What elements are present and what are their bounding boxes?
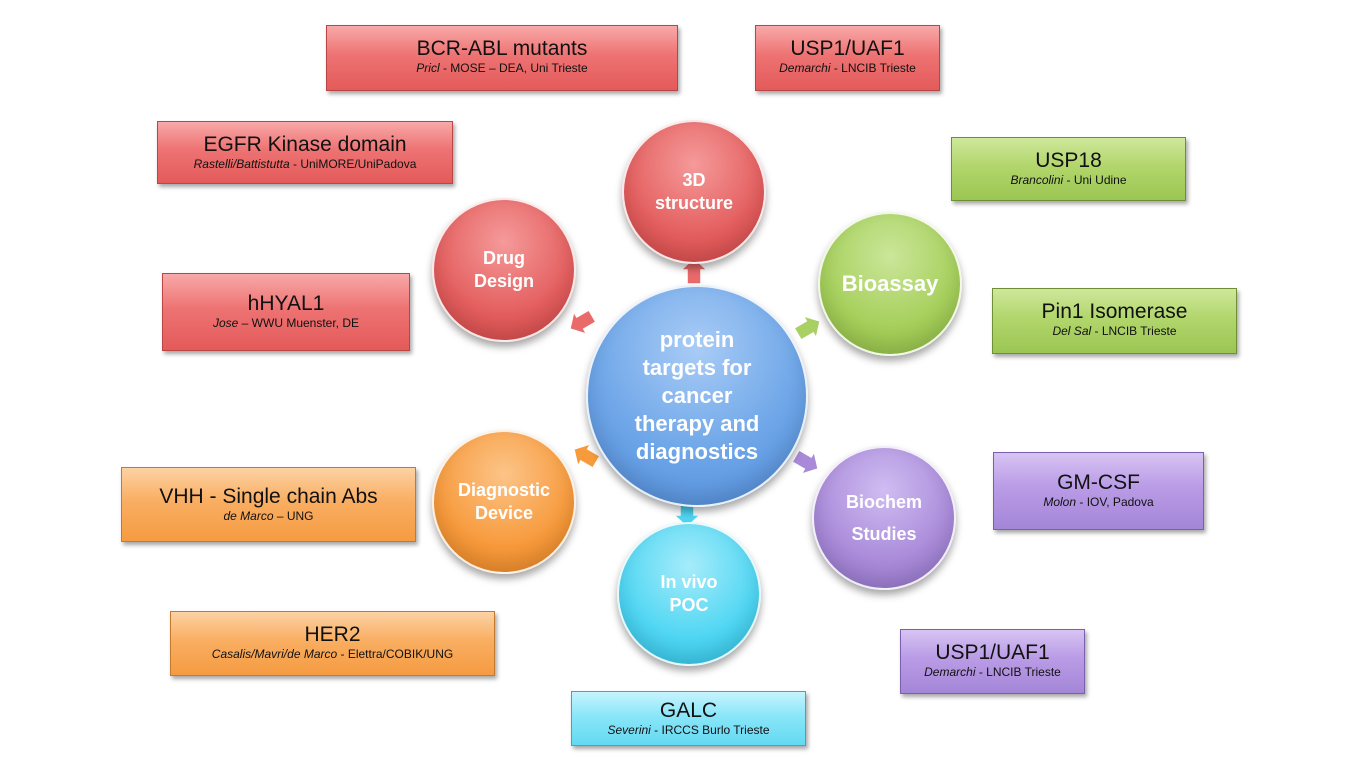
box-gm-csf-subtitle: Molon - IOV, Padova <box>994 495 1203 510</box>
box-usp1-bottom-title: USP1/UAF1 <box>935 641 1050 664</box>
arrow-to-bioassay <box>790 308 828 347</box>
box-bcr-abl-who: Pricl <box>416 61 440 75</box>
box-usp18-where: - Uni Udine <box>1063 173 1127 187</box>
hub-line-3: cancer <box>661 383 733 408</box>
box-galc-title: GALC <box>659 699 718 722</box>
arrow-to-biochem <box>788 443 826 482</box>
node-diagnostic-device: Diagnostic Device <box>432 430 576 574</box>
box-gm-csf: GM-CSF Molon - IOV, Padova <box>993 452 1204 530</box>
hub-protein-targets: protein targets for cancer therapy and d… <box>586 285 808 507</box>
hub-line-1: protein <box>659 327 735 352</box>
box-egfr-title: EGFR Kinase domain <box>203 133 407 156</box>
box-usp1-top-who: Demarchi <box>779 61 831 75</box>
box-usp18-who: Brancolini <box>1010 173 1064 187</box>
box-her2-title: HER2 <box>304 623 361 646</box>
node-diagnostic-line-1: Diagnostic <box>457 480 550 500</box>
node-diagnostic-line-2: Device <box>474 503 534 523</box>
box-pin1: Pin1 Isomerase Del Sal - LNCIB Trieste <box>992 288 1237 354</box>
box-egfr: EGFR Kinase domain Rastelli/Battistutta … <box>157 121 453 184</box>
node-biochem-line-2: Studies <box>851 524 917 544</box>
node-drug-design: Drug Design <box>432 198 576 342</box>
box-gm-csf-who: Molon <box>1043 495 1077 509</box>
hub-line-5: diagnostics <box>635 439 759 464</box>
box-hhyal1-subtitle: Jose – WWU Muenster, DE <box>163 316 409 331</box>
box-pin1-who: Del Sal <box>1052 324 1092 338</box>
box-usp1-top-title: USP1/UAF1 <box>790 37 905 60</box>
box-her2-who: Casalis/Mavri/de Marco <box>211 647 338 661</box>
node-bioassay-label: Bioassay <box>841 271 939 296</box>
box-her2-subtitle: Casalis/Mavri/de Marco - Elettra/COBIK/U… <box>171 647 494 662</box>
node-bioassay: Bioassay <box>818 212 962 356</box>
box-hhyal1-where: – WWU Muenster, DE <box>238 316 360 330</box>
box-hhyal1-title: hHYAL1 <box>247 292 325 315</box>
box-pin1-where: - LNCIB Trieste <box>1091 324 1177 338</box>
box-vhh-who: de Marco <box>223 509 274 523</box>
box-bcr-abl-where: - MOSE – DEA, Uni Trieste <box>439 61 588 75</box>
node-in-vivo-poc: In vivo POC <box>617 522 761 666</box>
box-hhyal1-who: Jose <box>212 316 239 330</box>
box-egfr-subtitle: Rastelli/Battistutta - UniMORE/UniPadova <box>158 157 452 172</box>
box-usp1-bottom: USP1/UAF1 Demarchi - LNCIB Trieste <box>900 629 1085 694</box>
node-drug-design-line-2: Design <box>473 271 534 291</box>
box-vhh: VHH - Single chain Abs de Marco – UNG <box>121 467 416 542</box>
box-usp18-subtitle: Brancolini - Uni Udine <box>952 173 1185 188</box>
box-egfr-who: Rastelli/Battistutta <box>193 157 290 171</box>
box-usp1-top-subtitle: Demarchi - LNCIB Trieste <box>756 61 939 76</box>
box-gm-csf-title: GM-CSF <box>1057 471 1140 494</box>
box-usp1-bottom-where: - LNCIB Trieste <box>975 665 1061 679</box>
arrow-to-drug-design <box>562 303 600 342</box>
box-usp18: USP18 Brancolini - Uni Udine <box>951 137 1186 201</box>
node-3d-structure: 3D structure <box>622 120 766 264</box>
node-biochem-studies: Biochem Studies <box>812 446 956 590</box>
box-vhh-title: VHH - Single chain Abs <box>159 485 378 508</box>
box-galc-where: - IRCCS Burlo Trieste <box>650 723 770 737</box>
box-hhyal1: hHYAL1 Jose – WWU Muenster, DE <box>162 273 410 351</box>
box-usp1-bottom-who: Demarchi <box>924 665 976 679</box>
node-biochem-line-1: Biochem <box>845 492 923 512</box>
box-gm-csf-where: - IOV, Padova <box>1076 495 1154 509</box>
box-usp1-top: USP1/UAF1 Demarchi - LNCIB Trieste <box>755 25 940 91</box>
node-3d-structure-line-1: 3D <box>682 170 706 190</box>
box-usp1-bottom-subtitle: Demarchi - LNCIB Trieste <box>901 665 1084 680</box>
hub-line-4: therapy and <box>634 411 760 436</box>
box-galc-who: Severini <box>607 723 651 737</box>
box-bcr-abl: BCR-ABL mutants Pricl - MOSE – DEA, Uni … <box>326 25 678 91</box>
box-her2: HER2 Casalis/Mavri/de Marco - Elettra/CO… <box>170 611 495 676</box>
box-vhh-where: – UNG <box>273 509 314 523</box>
node-invivo-line-1: In vivo <box>660 572 718 592</box>
box-pin1-title: Pin1 Isomerase <box>1041 300 1188 323</box>
box-pin1-subtitle: Del Sal - LNCIB Trieste <box>993 324 1236 339</box>
box-galc: GALC Severini - IRCCS Burlo Trieste <box>571 691 806 746</box>
box-egfr-where: - UniMORE/UniPadova <box>289 157 417 171</box>
node-invivo-line-2: POC <box>669 595 709 615</box>
node-drug-design-line-1: Drug <box>483 248 525 268</box>
node-3d-structure-line-2: structure <box>654 193 734 213</box>
box-bcr-abl-title: BCR-ABL mutants <box>416 37 588 60</box>
box-her2-where: - Elettra/COBIK/UNG <box>337 647 454 661</box>
box-vhh-subtitle: de Marco – UNG <box>122 509 415 524</box>
box-galc-subtitle: Severini - IRCCS Burlo Trieste <box>572 723 805 738</box>
box-usp18-title: USP18 <box>1035 149 1102 172</box>
hub-line-2: targets for <box>642 355 752 380</box>
box-usp1-top-where: - LNCIB Trieste <box>830 61 916 75</box>
box-bcr-abl-subtitle: Pricl - MOSE – DEA, Uni Trieste <box>327 61 677 76</box>
